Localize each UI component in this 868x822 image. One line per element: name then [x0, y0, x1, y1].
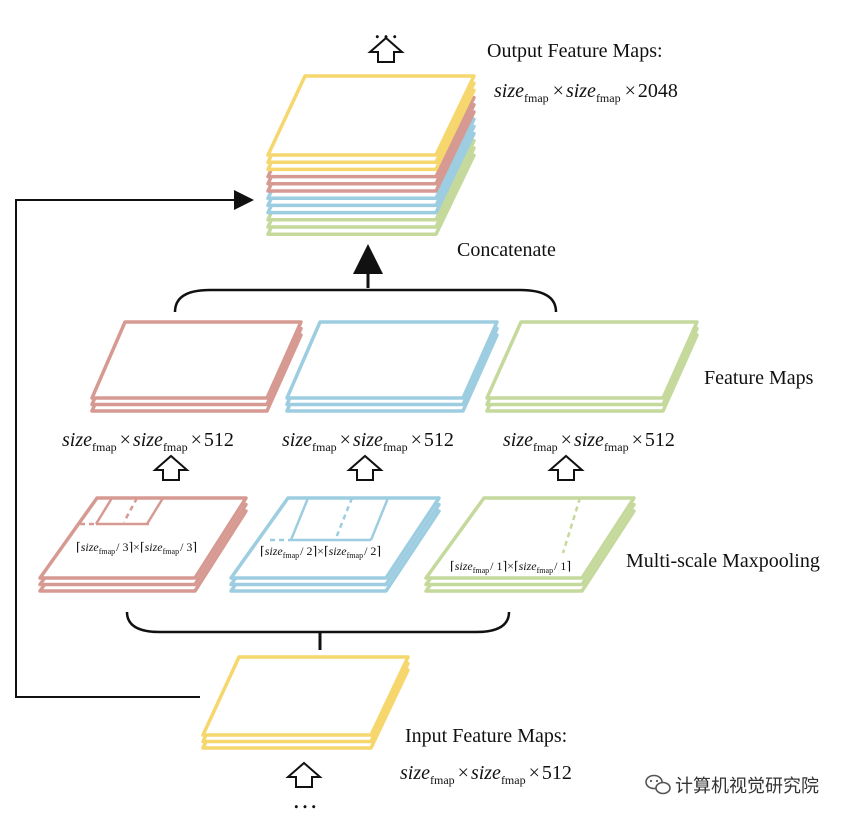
hollow-up-arrow-icon	[152, 454, 190, 481]
feature-stack-blue	[285, 320, 499, 413]
formula-red: sizefmap×sizefmap×512	[62, 429, 234, 454]
hollow-up-arrow-icon	[367, 36, 405, 63]
pool-stack-red	[38, 496, 248, 593]
skip-connection-line	[15, 190, 254, 698]
formula-green: sizefmap×sizefmap×512	[503, 429, 675, 454]
formula-blue: sizefmap×sizefmap×512	[282, 429, 454, 454]
pool-label-blue: ⌈sizefmap/ 2⌉×⌈sizefmap/ 2⌉	[260, 544, 381, 560]
pool-grid-line	[122, 497, 139, 523]
pool-label-green: ⌈sizefmap/ 1⌉×⌈sizefmap/ 1⌉	[450, 559, 571, 575]
input-formula: sizefmap×sizefmap×512	[400, 762, 572, 787]
watermark-text: 计算机视觉研究院	[675, 776, 819, 797]
pool-grid-line	[145, 497, 165, 525]
output-feature-stack	[266, 74, 476, 236]
multiscale-label: Multi-scale Maxpooling	[626, 550, 820, 572]
bottom-ellipsis: …	[292, 785, 318, 814]
pool-grid-line	[334, 497, 354, 539]
feature-stack-red	[90, 320, 303, 413]
feature-map-layer	[201, 655, 410, 737]
input-title: Input Feature Maps:	[405, 725, 567, 747]
wechat-icon	[645, 774, 671, 795]
pool-grid-line	[94, 497, 114, 525]
feature-map-layer	[485, 320, 699, 400]
output-formula: sizefmap×sizefmap×2048	[494, 80, 678, 105]
feature-map-layer	[424, 496, 636, 580]
pool-grid-line	[289, 497, 310, 541]
pool-grid-line	[369, 497, 390, 541]
lower-brace	[125, 611, 511, 634]
feature-map-layer	[229, 496, 441, 580]
input-feature-stack	[201, 655, 410, 750]
upper-brace	[173, 288, 558, 313]
pool-grid-line	[561, 497, 582, 554]
feature-map-layer	[38, 496, 248, 580]
feature-maps-label: Feature Maps	[704, 367, 814, 389]
feature-map-layer	[266, 74, 476, 157]
hollow-up-arrow-icon	[547, 454, 585, 481]
pool-stack-green	[424, 496, 636, 593]
pool-stack-blue	[229, 496, 441, 593]
feature-map-layer	[90, 320, 303, 400]
hollow-up-arrow-icon	[285, 761, 323, 788]
feature-map-layer	[285, 320, 499, 400]
feature-stack-green	[485, 320, 699, 413]
concatenate-label: Concatenate	[457, 239, 556, 261]
pool-label-red: ⌈sizefmap/ 3⌉×⌈sizefmap/ 3⌉	[76, 540, 197, 556]
output-title: Output Feature Maps:	[487, 40, 663, 62]
hollow-up-arrow-icon	[346, 454, 384, 481]
